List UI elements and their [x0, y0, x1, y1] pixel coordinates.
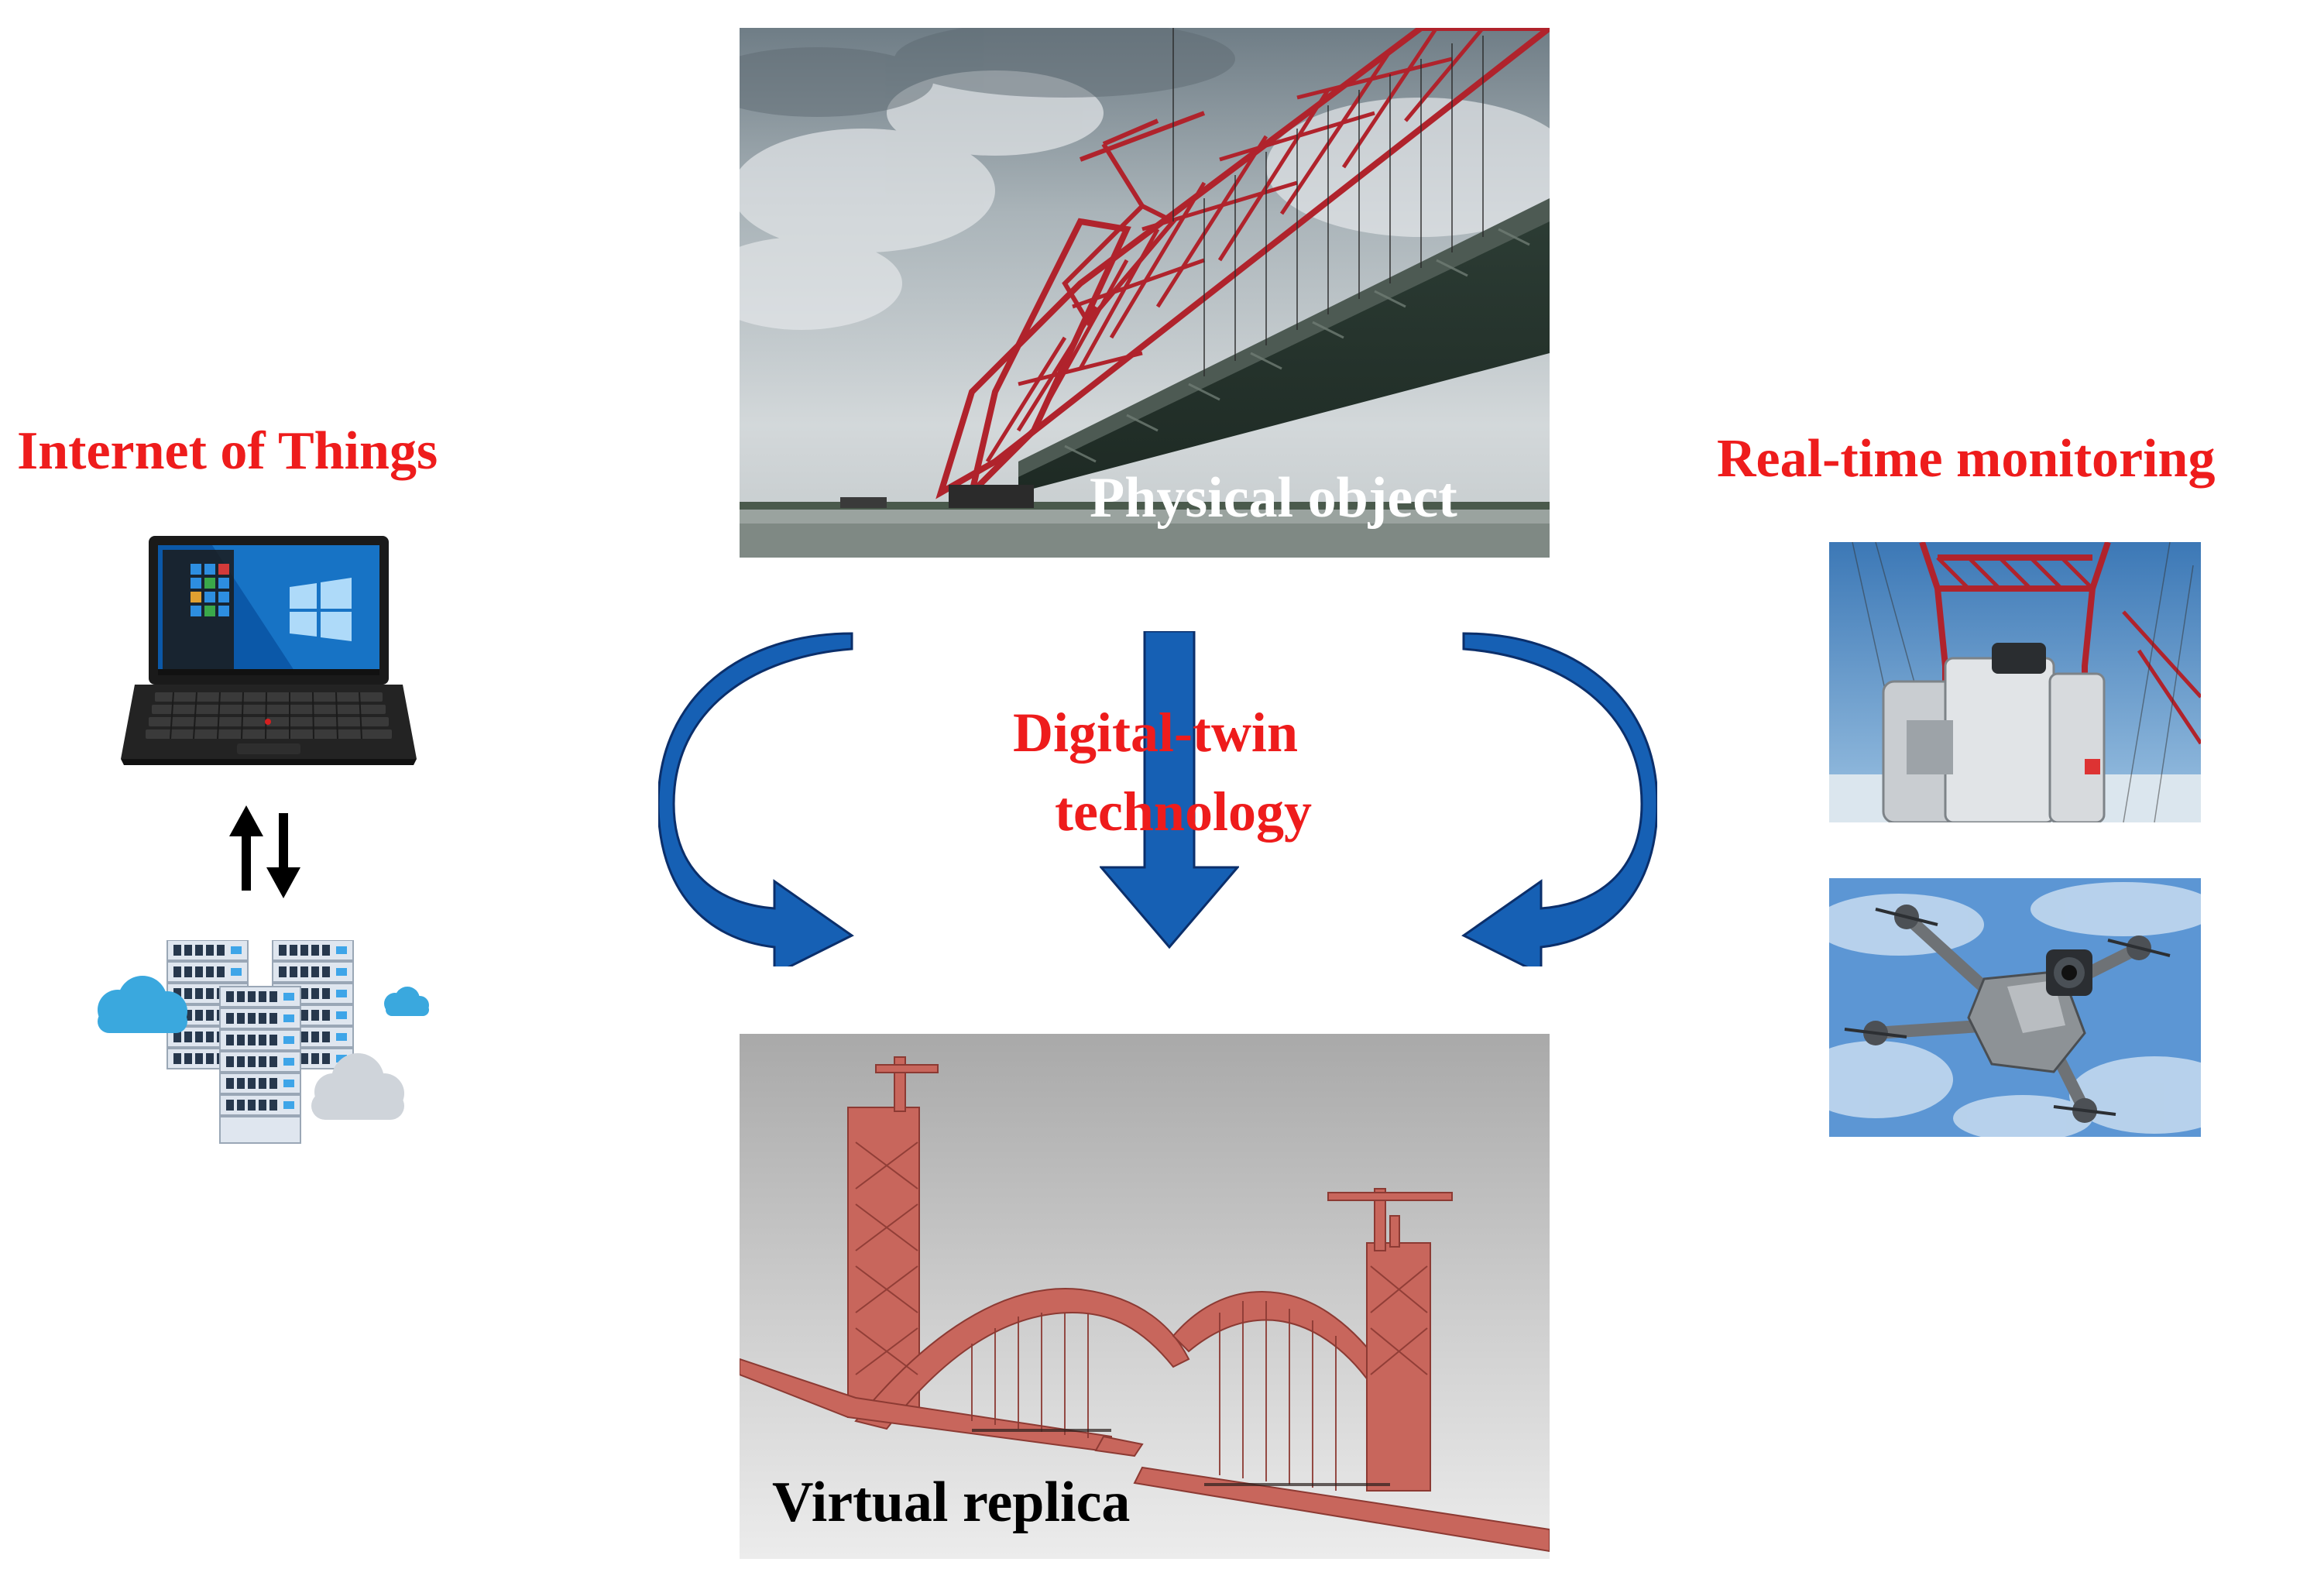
digital-twin-label-line1: Digital-twin	[1013, 702, 1298, 764]
virtual-replica-render: Virtual replica	[740, 1034, 1550, 1559]
laptop-icon	[119, 533, 417, 765]
monitoring-title: Real-time monitoring	[1717, 429, 2216, 489]
iot-title: Internet of Things	[17, 421, 438, 481]
bidirectional-arrows-icon	[223, 805, 308, 898]
left-curved-arrow	[657, 626, 860, 977]
drone-photo	[1829, 878, 2201, 1137]
server-cloud-icon	[87, 939, 435, 1145]
laser-scanner-photo	[1829, 542, 2201, 822]
virtual-replica-label: Virtual replica	[772, 1471, 1131, 1534]
right-curved-arrow	[1456, 626, 1659, 977]
digital-twin-label-line2: technology	[1055, 781, 1312, 843]
center-down-arrow	[1098, 630, 1241, 949]
physical-object-label: Physical object	[1090, 466, 1457, 530]
physical-object-photo: Physical object	[740, 28, 1550, 558]
